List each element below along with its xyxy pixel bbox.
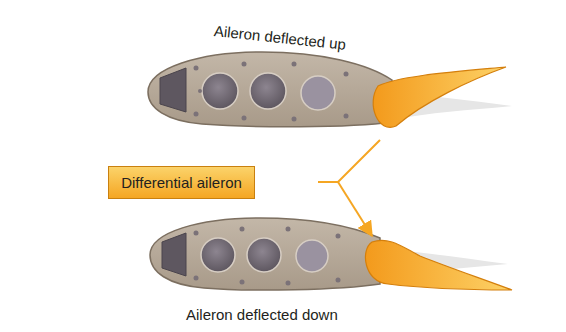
aileron-down [365, 240, 512, 290]
part-label: Aileron deflected down [186, 306, 338, 323]
lower-airfoil [150, 218, 512, 290]
callout-text: Differential aileron [121, 174, 242, 191]
spar [160, 68, 186, 112]
part-label: Aileron deflected up [213, 22, 347, 53]
leader-lines [318, 140, 380, 236]
wing-section [150, 218, 380, 290]
aileron-up [373, 67, 506, 127]
spar [162, 233, 186, 276]
wing-section [148, 52, 392, 127]
upper-airfoil [148, 52, 512, 127]
callout-box: Differential aileron [108, 166, 255, 199]
